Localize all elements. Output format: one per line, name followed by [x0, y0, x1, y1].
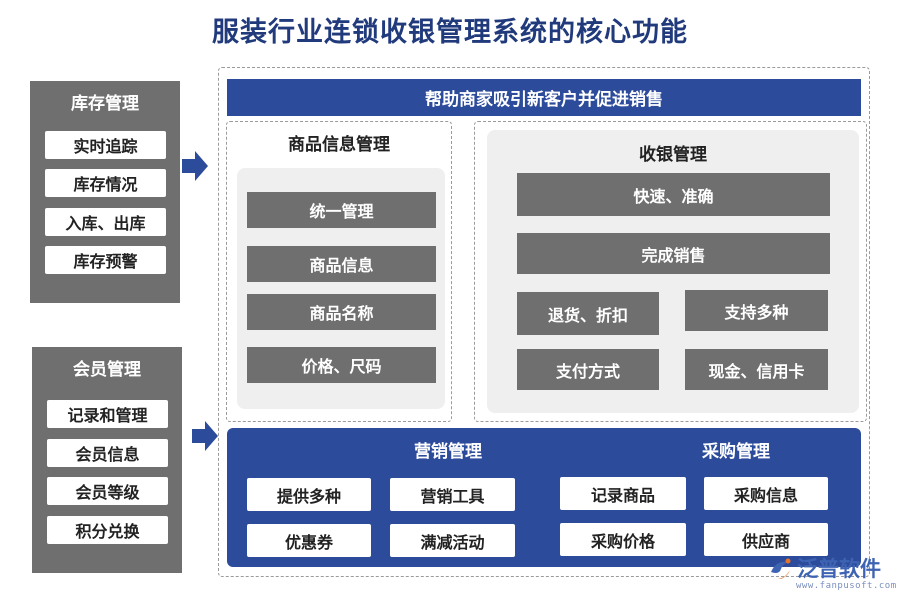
arrow-right-icon	[192, 421, 218, 451]
inventory-item: 入库、出库	[45, 208, 166, 236]
member-title: 会员管理	[73, 360, 141, 380]
arrow-right-icon	[182, 151, 208, 181]
marketing-item: 营销工具	[390, 478, 515, 511]
product-item: 统一管理	[247, 192, 436, 228]
product-section	[226, 121, 452, 422]
main-container	[218, 67, 870, 577]
purchase-item: 记录商品	[560, 477, 686, 510]
member-item: 会员信息	[47, 439, 168, 467]
inventory-item: 库存情况	[45, 169, 166, 197]
marketing-title: 营销管理	[414, 442, 482, 462]
watermark-brand: 泛普软件	[797, 557, 881, 581]
marketing-item: 满减活动	[390, 524, 515, 557]
marketing-item: 优惠券	[247, 524, 371, 557]
purchase-item: 采购信息	[704, 477, 828, 510]
member-panel: 会员管理 记录和管理 会员信息 会员等级 积分兑换	[32, 347, 182, 573]
purchase-title: 采购管理	[702, 442, 770, 462]
member-item: 记录和管理	[47, 400, 168, 428]
member-item: 会员等级	[47, 477, 168, 505]
member-item: 积分兑换	[47, 516, 168, 544]
fanpu-logo-icon	[771, 558, 791, 579]
cashier-section	[474, 121, 867, 422]
page-title: 服装行业连锁收银管理系统的核心功能	[212, 17, 688, 48]
cashier-wide-item: 完成销售	[517, 233, 830, 274]
product-item: 价格、尺码	[247, 347, 436, 383]
marketing-item: 提供多种	[247, 478, 371, 511]
cashier-grid-item: 支持多种	[685, 290, 828, 331]
cashier-title: 收银管理	[639, 145, 707, 165]
cashier-grid-item: 退货、折扣	[517, 292, 659, 335]
cashier-wide-item: 快速、准确	[517, 173, 830, 216]
product-item: 商品信息	[247, 246, 436, 282]
inventory-title: 库存管理	[71, 94, 139, 114]
inventory-item: 实时追踪	[45, 131, 166, 159]
banner: 帮助商家吸引新客户并促进销售	[227, 79, 861, 116]
purchase-item: 供应商	[704, 523, 828, 556]
inventory-item: 库存预警	[45, 246, 166, 274]
inventory-panel: 库存管理 实时追踪 库存情况 入库、出库 库存预警	[30, 81, 180, 303]
product-title: 商品信息管理	[288, 135, 390, 155]
product-item: 商品名称	[247, 294, 436, 330]
cashier-grid-item: 支付方式	[517, 349, 659, 390]
cashier-grid-item: 现金、信用卡	[685, 349, 828, 390]
watermark-url: www.fanpusoft.com	[796, 581, 897, 591]
purchase-item: 采购价格	[560, 523, 686, 556]
